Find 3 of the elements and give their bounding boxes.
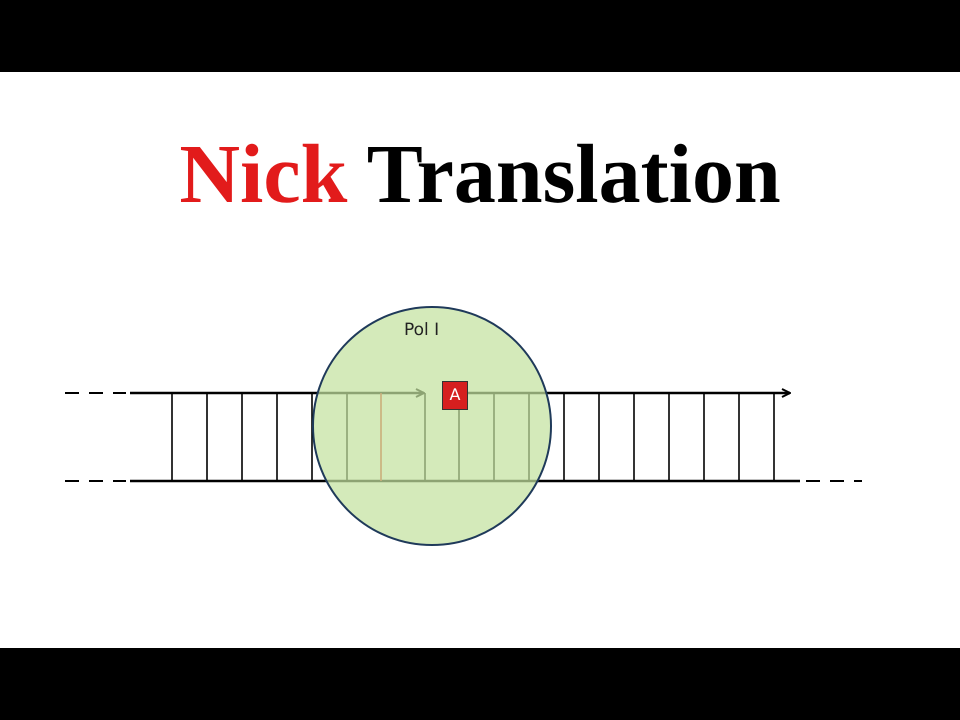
enzyme-label: Pol I <box>404 320 440 340</box>
title: Nick Translation <box>178 127 782 223</box>
nucleotide-box: A <box>442 381 468 410</box>
